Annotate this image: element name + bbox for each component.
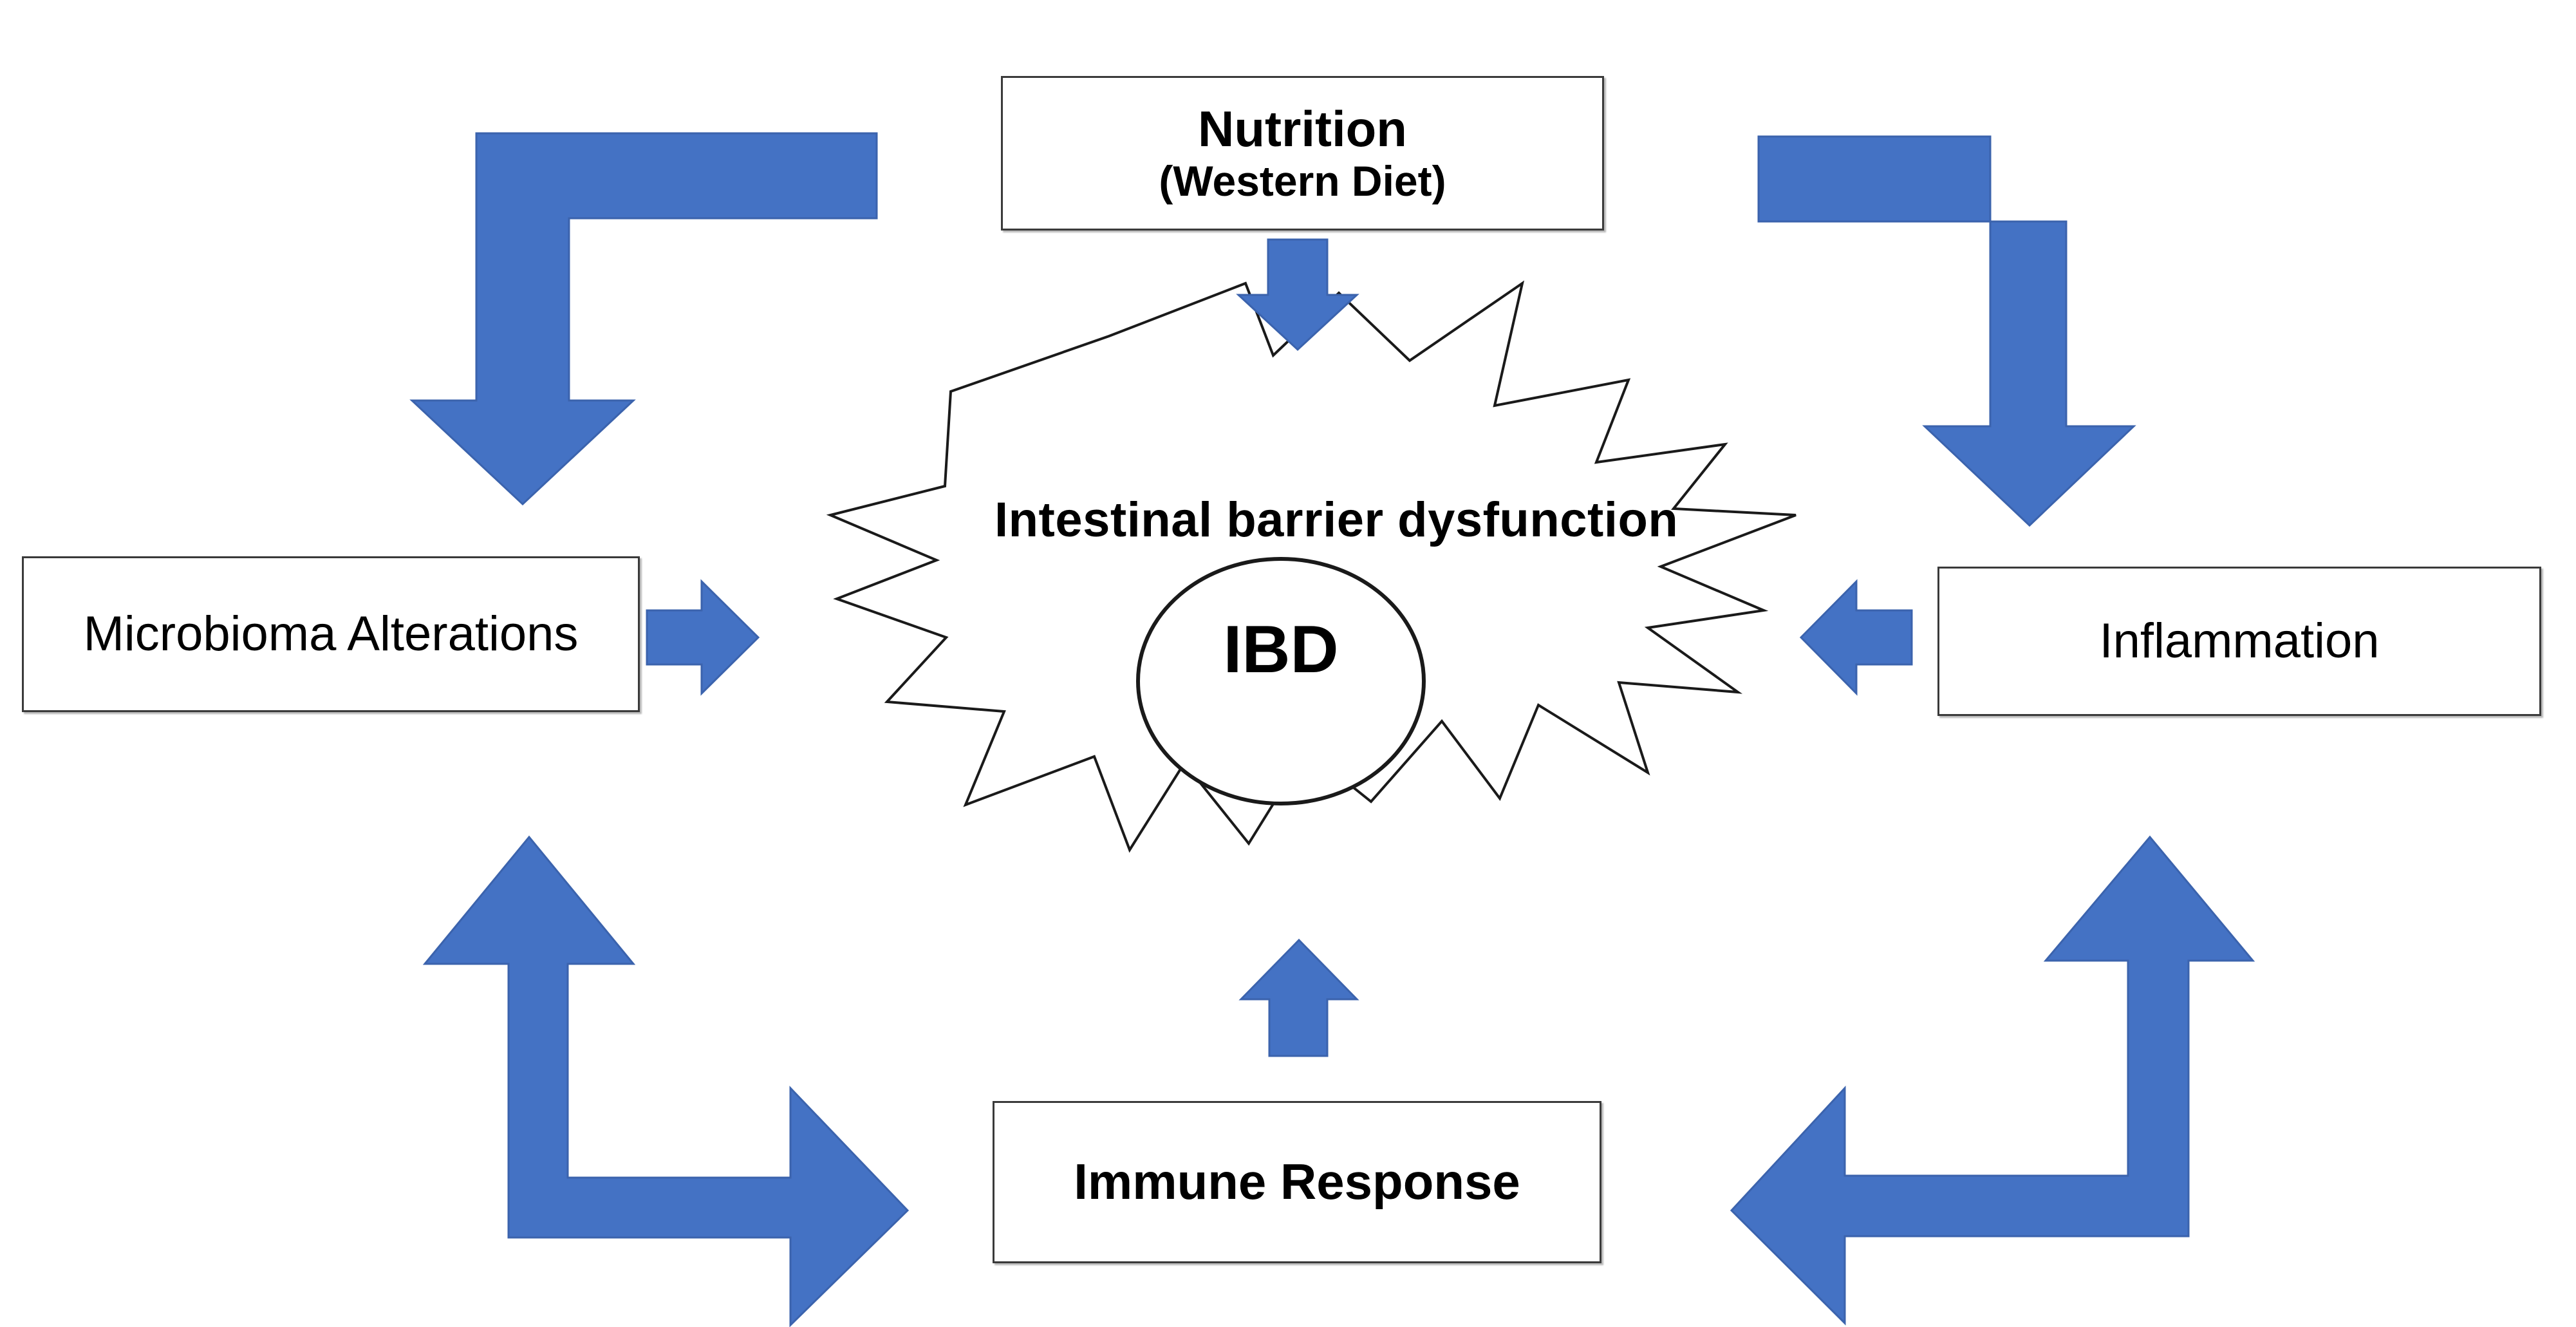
arrow-left-icon [1799, 579, 1913, 696]
arrow-down-icon [1236, 238, 1359, 352]
arrow-right-icon [646, 579, 760, 696]
double-bent-arrow-up-left-icon [1730, 835, 2255, 1326]
node-label-microbioma: Microbioma Alterations [83, 607, 579, 662]
bent-arrow-right-down-icon [1757, 135, 2136, 527]
node-box-inflammation[interactable]: Inflammation [1937, 567, 2541, 716]
arrow-up-icon [1238, 938, 1359, 1057]
node-box-immune[interactable]: Immune Response [993, 1101, 1601, 1263]
node-label-nutrition-line1: Nutrition [1198, 100, 1407, 158]
node-label-immune: Immune Response [1074, 1153, 1520, 1210]
node-box-nutrition[interactable]: Nutrition (Western Diet) [1001, 76, 1604, 231]
bent-arrow-left-down-icon [409, 132, 878, 506]
node-label-nutrition-line2: (Western Diet) [1159, 156, 1446, 205]
center-label-ibd: IBD [1223, 612, 1339, 687]
double-bent-arrow-up-right-icon [422, 835, 910, 1327]
burst-label-intestinal-barrier-dysfunction: Intestinal barrier dysfunction [994, 493, 1679, 547]
node-box-microbioma[interactable]: Microbioma Alterations [22, 556, 640, 712]
node-label-inflammation: Inflammation [2099, 614, 2380, 669]
ibd-ellipse [1136, 557, 1426, 805]
